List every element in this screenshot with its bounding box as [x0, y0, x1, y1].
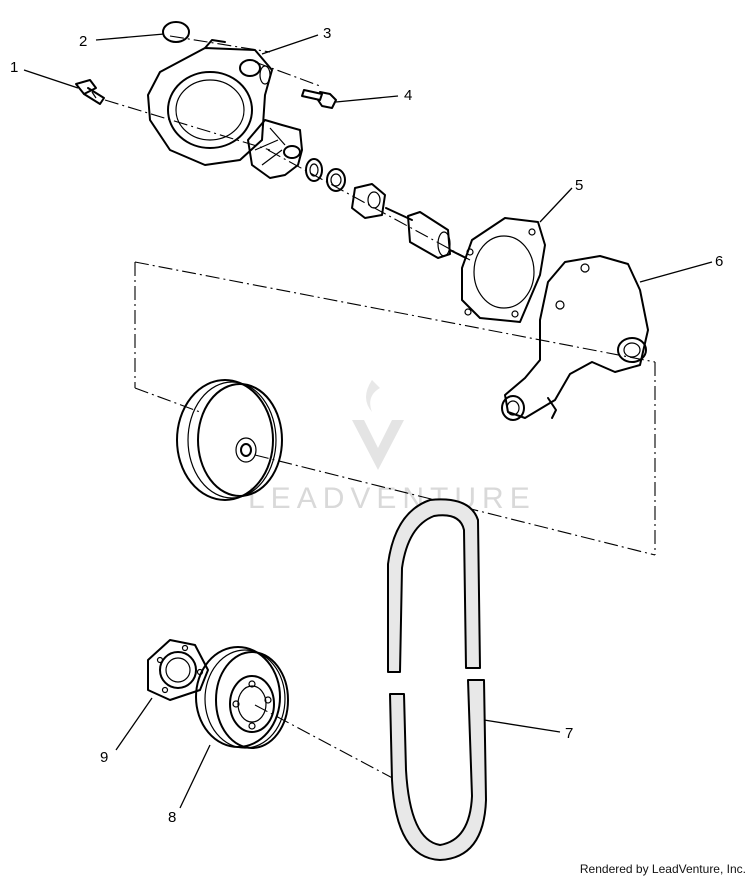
callout-6: 6	[715, 253, 723, 270]
callout-4: 4	[404, 87, 412, 104]
callout-9: 9	[100, 749, 108, 766]
part-9-flange-plate	[147, 639, 209, 701]
part-1-drain-plug	[75, 79, 105, 105]
shaft-seals	[305, 158, 386, 219]
part-6-water-pump-housing	[501, 255, 649, 421]
part-7-drive-belt	[387, 498, 487, 861]
part-2-o-ring	[162, 21, 190, 43]
part-5-gasket	[461, 217, 546, 323]
callout-8: 8	[168, 809, 176, 826]
watermark-text: LEADVENTURE	[248, 482, 536, 515]
part-3-pump-cover	[147, 39, 273, 166]
callout-labels: 1 2 3 4 5 6 7 8 9	[10, 25, 723, 826]
upper-pulley	[176, 379, 283, 501]
pump-shaft-bearing	[385, 207, 467, 259]
part-4-bolt	[301, 89, 337, 109]
callout-3: 3	[323, 25, 331, 42]
impeller	[247, 119, 303, 179]
callout-5: 5	[575, 177, 583, 194]
callout-7: 7	[565, 725, 573, 742]
callout-1: 1	[10, 59, 18, 76]
render-credit: Rendered by LeadVenture, Inc.	[580, 862, 746, 876]
leader-lines	[23, 33, 713, 809]
alignment-lines	[104, 35, 656, 783]
part-8-lower-pulley	[195, 646, 289, 749]
leadventure-watermark: LEADVENTURE	[248, 380, 536, 515]
callout-2: 2	[79, 33, 87, 50]
